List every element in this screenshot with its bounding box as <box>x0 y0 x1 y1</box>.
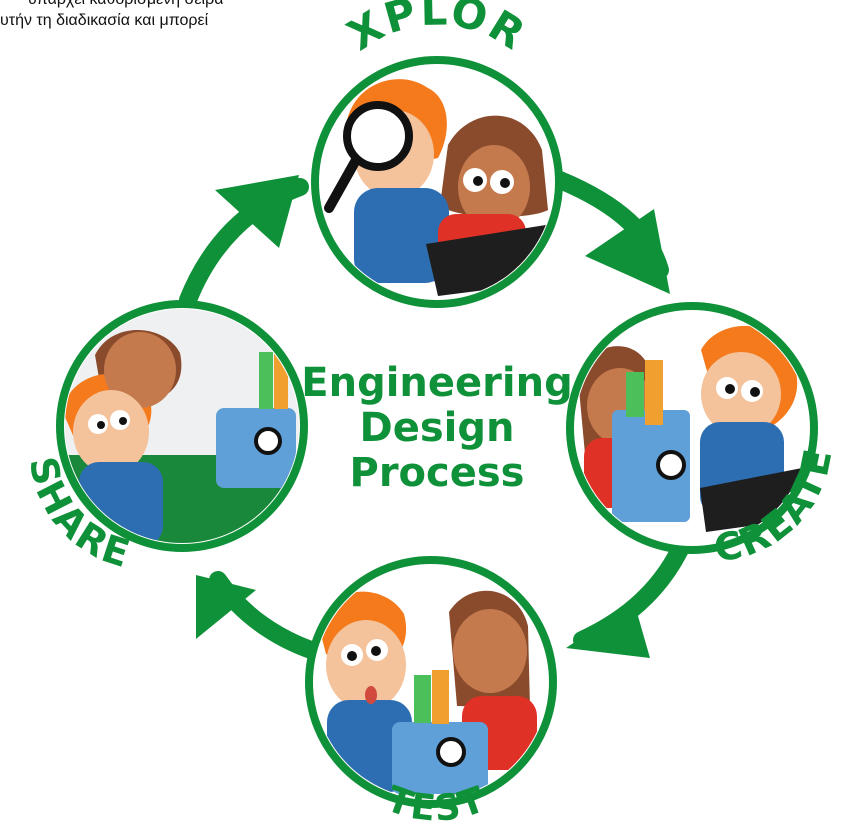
greek-text-line-2: υτήν τη διαδικασία και μπορεί <box>0 12 209 29</box>
partial-greek-text: υπάρχει καθορισμένη σειρά υτήν τη διαδικ… <box>0 0 223 40</box>
greek-text-line-1: υπάρχει καθορισμένη σειρά <box>28 0 223 10</box>
explore-circle <box>311 56 563 308</box>
arrow-share-to-explore <box>179 175 309 309</box>
center-title-line-2: Design <box>360 405 515 451</box>
center-title-line-1: Engineering <box>301 360 572 406</box>
arrow-create-to-test <box>566 532 693 658</box>
arrow-explore-to-create <box>551 171 670 294</box>
center-title-line-3: Process <box>350 450 525 496</box>
label-explore-text: EXPLORE <box>0 0 533 60</box>
label-explore: EXPLORE <box>0 0 535 60</box>
arrow-test-to-share <box>196 571 329 662</box>
create-circle <box>566 302 818 554</box>
share-circle <box>56 300 308 552</box>
test-circle <box>305 556 557 808</box>
